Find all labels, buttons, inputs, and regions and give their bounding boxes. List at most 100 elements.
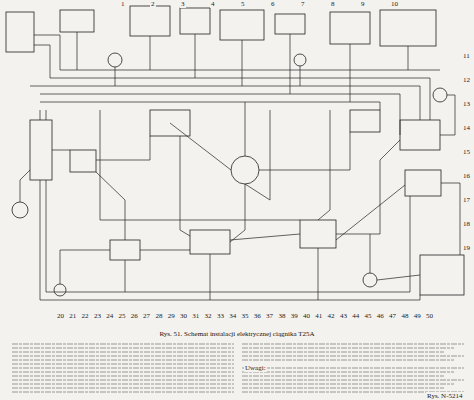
text-row-texture xyxy=(242,387,444,388)
callout-number: 22 xyxy=(81,312,90,320)
component-symbol xyxy=(363,273,377,287)
callout-number: 18 xyxy=(462,220,471,228)
wire xyxy=(195,34,196,78)
wire xyxy=(40,110,41,120)
component-box xyxy=(420,255,464,295)
component-box xyxy=(400,120,440,150)
text-row-texture xyxy=(242,359,454,360)
text-row-texture xyxy=(242,343,464,344)
wire xyxy=(377,275,420,280)
callout-number: 9 xyxy=(360,0,366,8)
wire xyxy=(318,110,330,220)
component-box xyxy=(60,10,94,32)
callout-number: 50 xyxy=(425,312,434,320)
wire xyxy=(96,136,150,160)
component-symbol xyxy=(54,284,66,296)
component-symbol xyxy=(12,202,28,218)
wire xyxy=(40,180,420,300)
wire xyxy=(350,44,351,102)
callout-number: 30 xyxy=(179,312,188,320)
text-row-texture xyxy=(242,371,454,372)
component-symbol xyxy=(231,156,259,184)
component-box xyxy=(110,240,140,260)
wire xyxy=(408,46,409,70)
text-row-texture xyxy=(242,355,464,356)
callout-number: 35 xyxy=(241,312,250,320)
text-row-texture xyxy=(12,371,234,372)
wire xyxy=(336,185,405,240)
callout-number: 1 xyxy=(120,0,126,8)
component-box xyxy=(380,10,436,46)
wire xyxy=(300,66,301,86)
callout-number: 24 xyxy=(105,312,114,320)
callout-number: 3 xyxy=(180,0,186,8)
note-text: Uwagi: xyxy=(244,364,267,372)
wire xyxy=(30,86,420,120)
text-row-texture xyxy=(242,367,464,368)
callout-number: 40 xyxy=(302,312,311,320)
callout-number: 19 xyxy=(462,244,471,252)
text-row-texture xyxy=(12,363,234,364)
callout-number: 37 xyxy=(265,312,274,320)
callout-number: 12 xyxy=(462,76,471,84)
wire xyxy=(46,110,47,120)
callout-number: 34 xyxy=(228,312,237,320)
callout-number: 25 xyxy=(118,312,127,320)
wire xyxy=(46,180,410,292)
text-row-texture xyxy=(242,347,454,348)
component-box xyxy=(330,12,370,44)
component-box xyxy=(300,220,336,248)
component-symbol xyxy=(108,53,122,67)
callout-number: 43 xyxy=(339,312,348,320)
callout-number: 27 xyxy=(142,312,151,320)
wire xyxy=(230,234,300,240)
callout-number: 32 xyxy=(204,312,213,320)
callout-number: 38 xyxy=(277,312,286,320)
callout-number: 16 xyxy=(462,172,471,180)
wire xyxy=(115,67,116,86)
callout-number: 11 xyxy=(462,52,471,60)
text-row-texture xyxy=(12,355,234,356)
component-symbol xyxy=(433,88,447,102)
callout-number: 7 xyxy=(300,0,306,8)
caption: Rys. 51. Schemat instalacji elektrycznej… xyxy=(159,330,314,338)
wire xyxy=(40,102,380,110)
callout-number: 42 xyxy=(327,312,336,320)
text-row-texture xyxy=(12,383,234,384)
callout-number: 47 xyxy=(388,312,397,320)
wire xyxy=(290,34,291,94)
callout-number: 14 xyxy=(462,124,471,132)
callout-number: 5 xyxy=(240,0,246,8)
wire xyxy=(125,260,126,292)
callout-number: 28 xyxy=(154,312,163,320)
wire xyxy=(100,110,300,220)
component-box xyxy=(275,14,305,34)
wire xyxy=(20,170,30,202)
wire xyxy=(170,123,231,170)
callout-number: 15 xyxy=(462,148,471,156)
wire xyxy=(336,140,400,234)
wire xyxy=(60,250,110,284)
wire xyxy=(230,184,245,242)
callout-number: 10 xyxy=(390,0,399,8)
component-box xyxy=(130,6,170,36)
component-box xyxy=(350,110,380,132)
callout-number: 39 xyxy=(290,312,299,320)
callout-number: 48 xyxy=(400,312,409,320)
wire xyxy=(242,40,243,86)
text-row-texture xyxy=(242,383,454,384)
callout-number: 33 xyxy=(216,312,225,320)
note-text: Rys. N-5214 xyxy=(426,392,464,400)
text-row-texture xyxy=(242,379,464,380)
text-row-texture xyxy=(12,375,234,376)
wire xyxy=(245,102,246,156)
callout-number: 8 xyxy=(330,0,336,8)
callout-number: 4 xyxy=(210,0,216,8)
callout-number: 31 xyxy=(191,312,200,320)
component-box xyxy=(220,10,264,40)
callout-number: 17 xyxy=(462,196,471,204)
callout-number: 46 xyxy=(376,312,385,320)
text-row-texture xyxy=(242,375,444,376)
component-box xyxy=(70,150,96,172)
